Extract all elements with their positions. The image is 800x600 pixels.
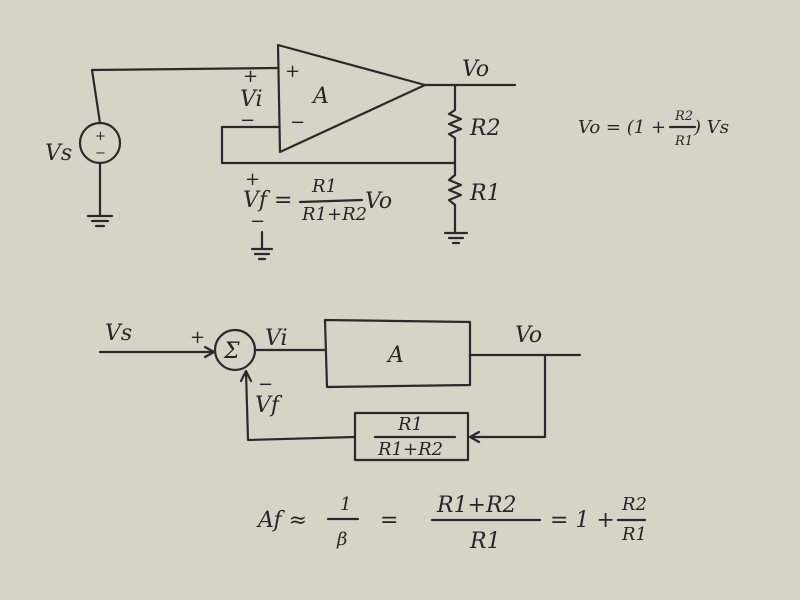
term3-numerator: R2 bbox=[621, 494, 647, 515]
feedback-arrow bbox=[468, 353, 547, 444]
vf-label: Vf bbox=[255, 393, 283, 418]
sum-minus: − bbox=[258, 374, 273, 395]
feedback-return-arrow bbox=[239, 369, 357, 442]
term1-denominator: β bbox=[336, 529, 347, 550]
gain-equation-denominator: R1 bbox=[674, 134, 693, 149]
vi-minus: − bbox=[240, 110, 255, 131]
wire bbox=[90, 66, 280, 125]
opamp-triangle bbox=[276, 43, 427, 154]
r2-label: R2 bbox=[469, 116, 501, 141]
equals-1: = bbox=[380, 508, 398, 533]
input-label: Vs bbox=[105, 321, 132, 346]
vf-suffix: Vo bbox=[365, 189, 392, 214]
ground-icon bbox=[250, 230, 274, 261]
feedback-block bbox=[353, 411, 470, 462]
equation-lhs: Af ≈ bbox=[256, 508, 307, 533]
ground-icon bbox=[86, 214, 114, 228]
r1-resistor bbox=[447, 173, 463, 234]
term2-numerator: R1+R2 bbox=[436, 493, 517, 518]
feedback-wire bbox=[220, 125, 457, 165]
ground-icon bbox=[443, 231, 469, 245]
feedback-denominator: R1+R2 bbox=[377, 439, 443, 460]
gain-equation-left: Vo = (1 + bbox=[578, 117, 666, 138]
equals-2: = 1 + bbox=[550, 508, 615, 533]
term3-denominator: R1 bbox=[621, 524, 647, 545]
gain-equation-numerator: R2 bbox=[674, 109, 693, 124]
opamp-plus: + bbox=[285, 61, 300, 82]
source-plus: + bbox=[95, 129, 106, 144]
opamp-minus: − bbox=[290, 112, 305, 133]
amp-label: A bbox=[386, 343, 404, 368]
feedback-block-diagram: Vs + Σ Vi A Vo R1 R1+R2 − Vf bbox=[98, 318, 582, 462]
vf-label: Vf = bbox=[243, 188, 292, 213]
term1-numerator: 1 bbox=[340, 494, 351, 515]
output-label: Vo bbox=[515, 323, 542, 348]
amplifier-block bbox=[323, 318, 472, 389]
closed-loop-gain-equation: Af ≈ 1 β = R1+R2 R1 = 1 + R2 R1 bbox=[256, 493, 647, 554]
output-label: Vo bbox=[462, 57, 489, 82]
noninverting-amplifier-circuit: + − Vs A + − + Vi − Vo R2 R1 + Vf = R1 R… bbox=[45, 43, 729, 261]
vi-label: Vi bbox=[265, 326, 288, 351]
vf-numerator: R1 bbox=[311, 176, 337, 197]
sum-symbol: Σ bbox=[223, 339, 240, 364]
input-arrow bbox=[98, 345, 216, 359]
opamp-label: A bbox=[311, 84, 329, 109]
source-minus: − bbox=[95, 146, 106, 161]
fraction-bar bbox=[298, 198, 364, 204]
vf-denominator: R1+R2 bbox=[301, 204, 367, 225]
gain-equation-right: ) Vs bbox=[693, 117, 729, 138]
vi-label: Vi bbox=[240, 87, 263, 112]
vi-plus: + bbox=[243, 66, 258, 87]
sum-plus: + bbox=[190, 327, 205, 348]
r1-label: R1 bbox=[469, 181, 501, 206]
vf-minus: − bbox=[250, 211, 265, 232]
source-label: Vs bbox=[45, 141, 72, 166]
term2-denominator: R1 bbox=[469, 529, 501, 554]
feedback-numerator: R1 bbox=[397, 414, 423, 435]
vf-plus: + bbox=[245, 169, 260, 190]
r2-resistor bbox=[447, 83, 463, 177]
